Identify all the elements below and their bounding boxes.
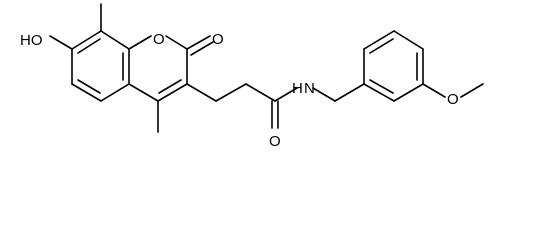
bond-ar2-ar3 xyxy=(363,30,395,50)
coumarin-pyranone-ring xyxy=(128,35,188,102)
amide-hydrogen-label: H xyxy=(292,80,303,97)
bond-c3-c4-inner xyxy=(158,79,182,94)
propanamide-chain xyxy=(186,83,365,129)
methoxy-oxygen-label: O xyxy=(447,91,459,108)
ring-oxygen-label: O xyxy=(153,31,165,48)
bond-c2-o-b xyxy=(190,41,214,56)
structure-svg: HO O O O H N O xyxy=(20,3,484,150)
bond-c3-ch2a xyxy=(186,83,217,102)
bond-c5-c4a xyxy=(100,83,130,102)
bond-c3-c4 xyxy=(157,83,188,102)
bond-ch2-ar xyxy=(334,83,365,102)
bond-c6-c5-inner xyxy=(77,79,101,94)
lactone-carbonyl-oxygen-label: O xyxy=(212,31,224,48)
bond-ar3-ar4 xyxy=(393,30,424,50)
bond-ar5-omethoxy xyxy=(422,83,446,98)
bond-ar5-ar6 xyxy=(393,83,424,102)
bond-camide-n xyxy=(274,87,298,102)
hydroxyl-label: HO xyxy=(20,32,43,49)
bond-c8a-c8 xyxy=(100,30,130,50)
bond-c4-c4a xyxy=(128,83,159,102)
bond-c8a-o1 xyxy=(128,35,152,50)
methoxyphenyl-ring xyxy=(363,30,424,102)
bond-ar2-ar3-inner xyxy=(369,38,394,54)
coumarin-benzene-ring xyxy=(71,30,130,102)
lactone-carbonyl xyxy=(186,35,214,56)
bond-ar6-ar1-inner xyxy=(369,79,394,94)
bond-c8-c7 xyxy=(71,30,102,50)
bond-ch2a-ch2b xyxy=(215,83,247,102)
bond-c6-c5 xyxy=(71,83,102,102)
amide-nitrogen-label: N xyxy=(304,80,315,97)
bond-c2-o-a xyxy=(186,35,211,50)
amide-oxygen-label: O xyxy=(269,133,281,150)
molecule-structure-diagram: HO O O O H N O xyxy=(20,3,484,150)
bond-ch2b-camide xyxy=(245,83,276,102)
bond-ar6-ar1 xyxy=(363,83,395,102)
bond-o1-c2 xyxy=(165,35,188,50)
bond-n-ch2 xyxy=(312,87,336,102)
bond-c8-c7-inner xyxy=(77,38,101,54)
bond-c7-oh xyxy=(49,35,73,50)
bond-omethoxy-ch3 xyxy=(460,83,484,98)
